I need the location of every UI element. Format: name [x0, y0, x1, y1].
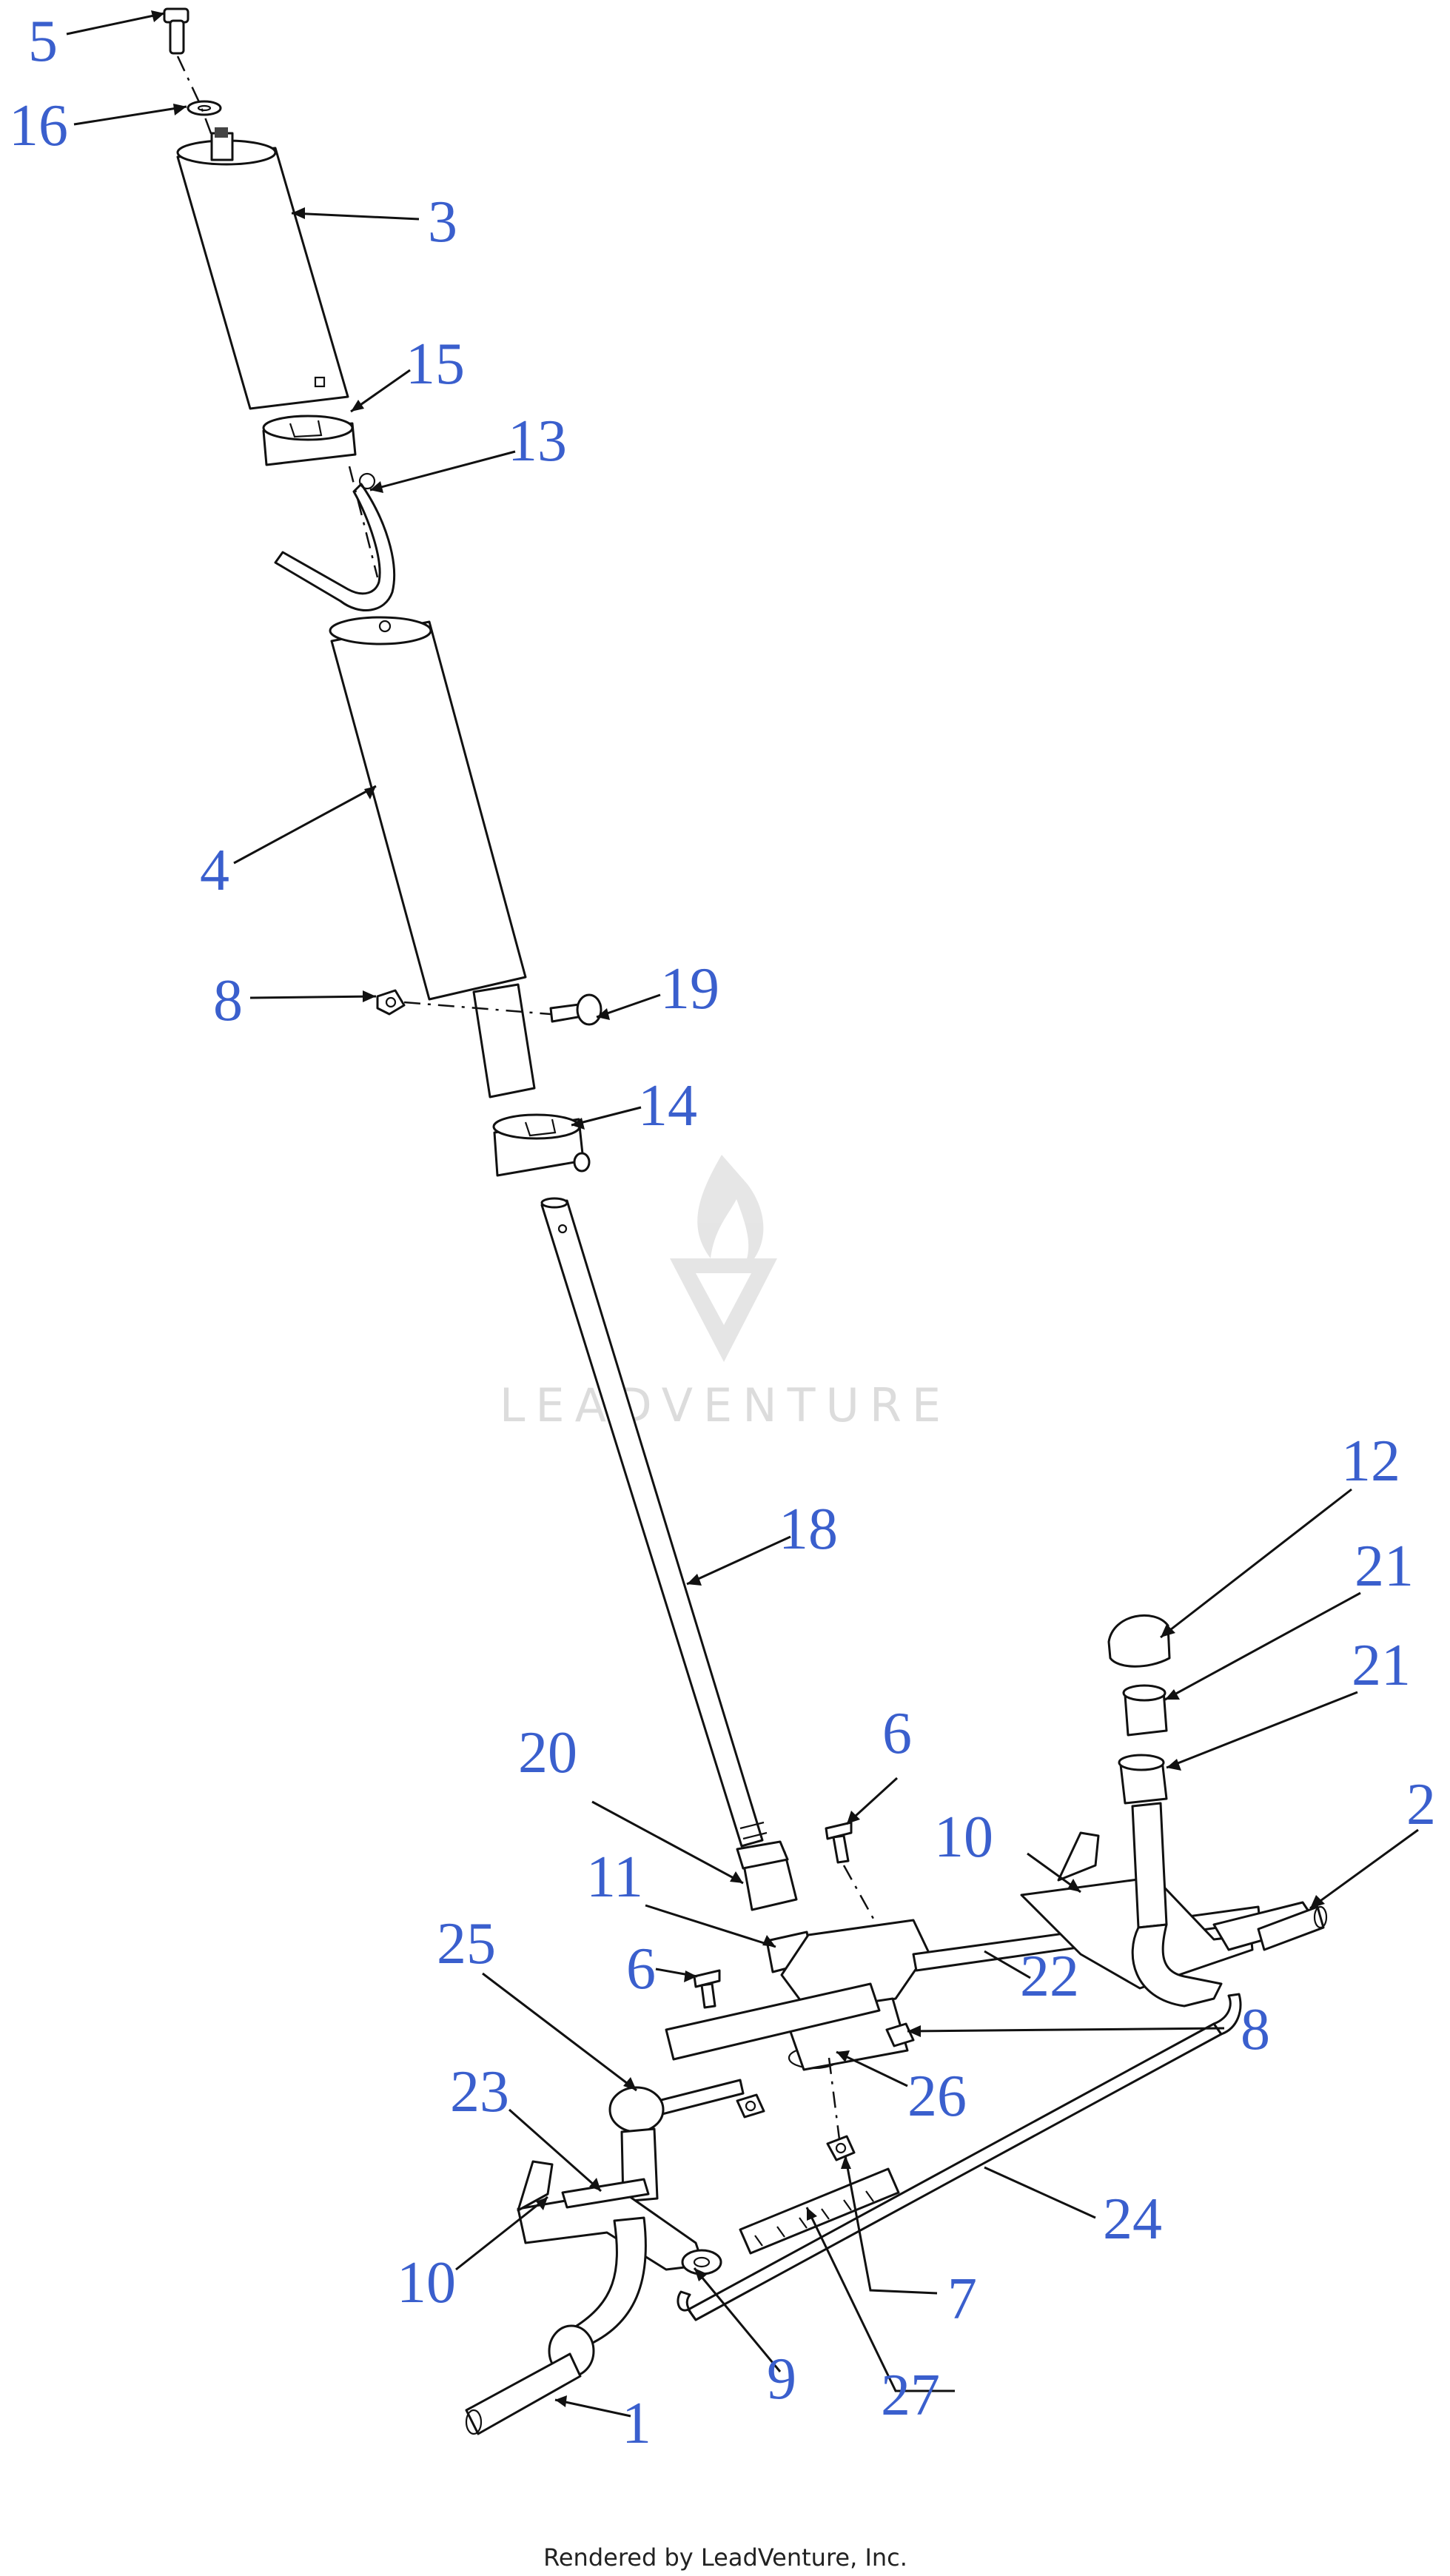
part-27-rack	[739, 2167, 900, 2255]
axis-line-top	[176, 56, 215, 140]
part-20-coupler	[736, 1840, 798, 1911]
leadventure-watermark: LEADVENTURE	[500, 1155, 951, 1432]
callout-26: 26	[907, 2064, 967, 2129]
leader-arrowheads	[151, 10, 1325, 2407]
callout-6-right: 6	[882, 1701, 912, 1766]
part-21-bushing-upper	[1122, 1684, 1168, 1737]
callout-14: 14	[638, 1073, 697, 1138]
part-8-nut-upper	[376, 989, 406, 1016]
callout-16: 16	[9, 93, 68, 158]
callout-1: 1	[622, 2391, 651, 2456]
axis-line-screw	[842, 1865, 882, 1933]
part-21-bushing-lower	[1118, 1754, 1168, 1805]
part-23-steering-arm	[561, 2178, 650, 2209]
part-5-bolt	[163, 7, 189, 55]
part-2-axle-pin	[1257, 1905, 1328, 1951]
v-logo-icon	[670, 1258, 777, 1362]
callout-4: 4	[200, 838, 229, 903]
callout-23: 23	[450, 2059, 509, 2124]
callout-19: 19	[660, 956, 719, 1022]
part-6-screw-right	[825, 1821, 853, 1864]
part-8-nut-lower	[885, 2022, 915, 2047]
watermark-text: LEADVENTURE	[500, 1378, 951, 1432]
part-19-bolt	[549, 993, 603, 1026]
part-16-washer	[187, 100, 222, 116]
part-right-spindle	[1131, 1802, 1319, 2008]
callout-8-lower: 8	[1241, 1997, 1270, 2062]
axis-line-nut	[828, 2057, 841, 2140]
callout-8-upper: 8	[213, 968, 243, 1033]
part-nut-left	[736, 2093, 765, 2119]
callout-27: 27	[881, 2363, 940, 2428]
part-7-nut	[826, 2135, 856, 2161]
callout-3: 3	[428, 189, 457, 255]
callout-7: 7	[947, 2267, 977, 2332]
part-3-column-cap	[176, 127, 349, 410]
callout-10-left: 10	[397, 2250, 456, 2315]
callout-6-left: 6	[626, 1936, 656, 2002]
part-13-clip	[274, 472, 396, 611]
callout-25: 25	[437, 1911, 496, 1976]
part-15-upper-bushing	[262, 415, 357, 466]
callout-24: 24	[1103, 2187, 1162, 2252]
callout-11: 11	[586, 1845, 643, 1910]
part-10-left-bracket	[517, 2160, 705, 2271]
flame-logo-icon	[697, 1155, 764, 1273]
callout-22: 22	[1020, 1944, 1079, 2009]
callout-21-upper: 21	[1355, 1534, 1414, 1599]
callout-18: 18	[779, 1497, 838, 1562]
callout-12: 12	[1341, 1429, 1400, 1494]
part-18-steering-shaft	[540, 1197, 768, 1848]
callout-2: 2	[1406, 1772, 1436, 1837]
part-14-lower-bushing	[492, 1113, 591, 1177]
part-4-column-tube	[329, 616, 536, 1099]
part-9-pivot-bushing	[681, 2249, 722, 2275]
footer-credit: Rendered by LeadVenture, Inc.	[543, 2543, 907, 2572]
part-6-screw-left	[693, 1969, 721, 2009]
part-1-left-spindle	[465, 2216, 647, 2435]
callout-10-right: 10	[934, 1805, 993, 1870]
callout-13: 13	[508, 409, 567, 474]
part-25-sector-gear	[608, 1982, 881, 2203]
callout-20: 20	[518, 1720, 577, 1785]
callout-15: 15	[406, 332, 465, 397]
callout-labels: 5 16 3 15 13 4 8 19 14 18 12 21 21 2 6 2…	[9, 9, 1436, 2456]
part-12-cap	[1107, 1614, 1171, 1668]
callout-21-lower: 21	[1352, 1633, 1411, 1698]
leader-lines	[66, 12, 1419, 2418]
callout-9: 9	[767, 2347, 796, 2412]
axis-line-pin	[403, 1001, 551, 1016]
callout-5: 5	[28, 9, 58, 74]
part-24-tie-rod	[677, 1993, 1242, 2321]
